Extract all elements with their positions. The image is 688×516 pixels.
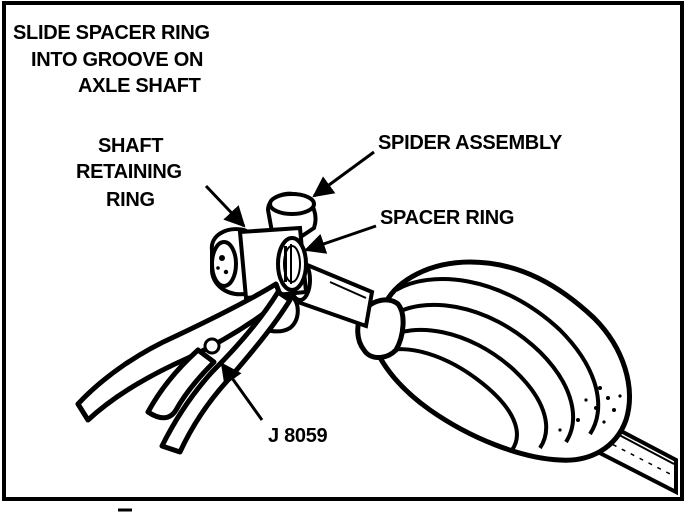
spider-assembly-arrow <box>312 150 375 198</box>
spacer-ring-label: SPACER RING <box>380 207 514 229</box>
shaft-retaining-ring-line-3: RING <box>106 189 155 211</box>
instruction-label: SLIDE SPACER RING INTO GROOVE ON AXLE SH… <box>13 22 210 97</box>
boot-shading <box>558 386 622 432</box>
tool-number-label: J 8059 <box>268 425 328 447</box>
instruction-line-2: INTO GROOVE ON <box>31 49 203 71</box>
spider-assembly-label: SPIDER ASSEMBLY <box>378 132 563 154</box>
spider-details <box>216 244 292 284</box>
shaft-retaining-ring-label: SHAFT RETAINING RING <box>76 135 182 211</box>
shaft-retaining-ring-arrow <box>204 184 246 228</box>
instruction-line-1: SLIDE SPACER RING <box>13 22 210 44</box>
leader-lines <box>204 150 377 421</box>
cv-boot <box>355 259 632 463</box>
spacer-ring-arrow <box>304 224 377 254</box>
tool-arrow <box>220 362 264 421</box>
instruction-line-3: AXLE SHAFT <box>78 75 201 97</box>
shaft-retaining-ring-line-2: RETAINING <box>76 161 182 183</box>
shaft-retaining-ring-line-1: SHAFT <box>98 135 163 157</box>
